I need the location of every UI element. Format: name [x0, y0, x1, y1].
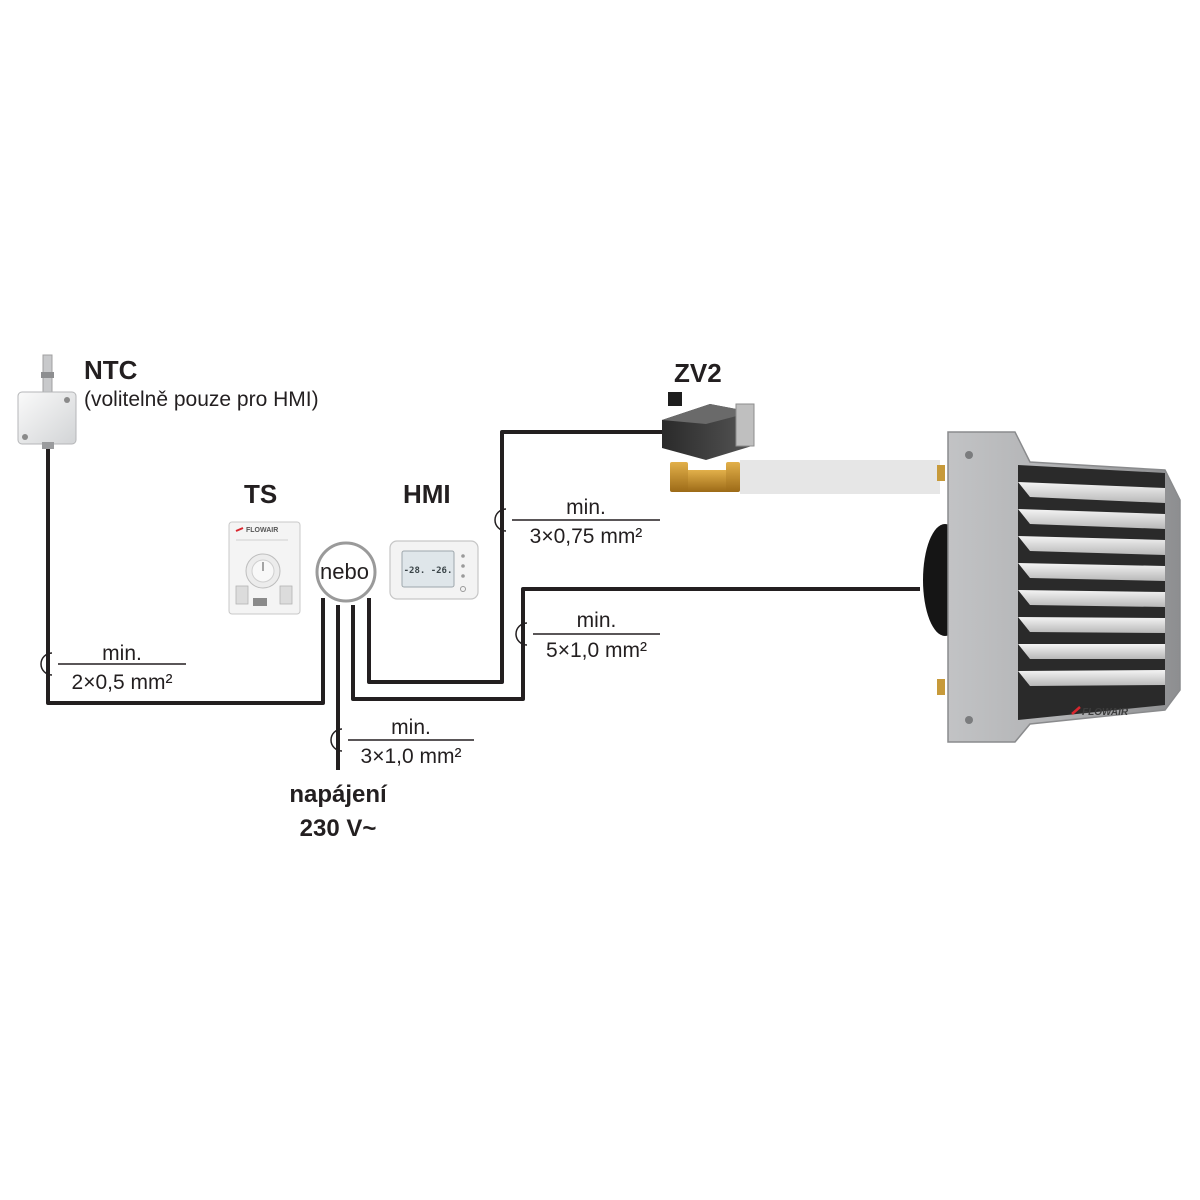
heater-louvers [1018, 482, 1165, 686]
ts-thermostat: FLOWAIR [228, 521, 301, 615]
hmi-display-text: -28. -26. [404, 566, 453, 576]
zv2-title: ZV2 [674, 358, 722, 388]
wires [46, 430, 920, 770]
cable-marker-power [330, 728, 343, 752]
wire-zv2 [367, 430, 662, 684]
ntc-sensor [17, 354, 77, 449]
cable-marker-heater [515, 622, 528, 646]
power-supply-line1: napájení [289, 781, 387, 808]
or-label: nebo [320, 559, 369, 584]
power-cable-min: min. [391, 716, 431, 739]
ts-title: TS [244, 479, 278, 509]
spec-lines [58, 519, 660, 741]
ntc-cable-section: 2×0,5 mm² [71, 671, 173, 694]
wire-heater [351, 587, 920, 701]
heater-unit: FLOWAIR [923, 431, 1181, 743]
cable-marker-zv2 [494, 508, 507, 532]
power-cable-section: 3×1,0 mm² [360, 745, 462, 768]
zv2-cable-min: min. [566, 496, 606, 519]
ts-brand-logo: FLOWAIR [246, 527, 278, 534]
or-circle [315, 541, 377, 603]
hmi-title: HMI [403, 479, 451, 509]
cable-markers [40, 508, 528, 752]
ntc-note: (volitelně pouze pro HMI) [84, 388, 319, 411]
power-supply-line2: 230 V~ [299, 814, 377, 842]
heater-brand-logo: FLOWAIR [1082, 707, 1129, 718]
pipe-connection [740, 460, 940, 494]
wire-ntc [46, 448, 325, 705]
zv2-cable-section: 3×0,75 mm² [529, 525, 643, 548]
hmi-display [401, 550, 455, 588]
heater-cable-min: min. [576, 609, 617, 632]
cable-marker-ntc [40, 652, 53, 676]
ntc-cable-min: min. [102, 642, 142, 665]
ntc-title: NTC [84, 355, 138, 385]
zv2-valve [662, 392, 755, 492]
power-supply-label: napájení 230 V~ [258, 778, 418, 845]
heater-cable-section: 5×1,0 mm² [546, 639, 647, 662]
hmi-controller: -28. -26. [389, 540, 479, 600]
